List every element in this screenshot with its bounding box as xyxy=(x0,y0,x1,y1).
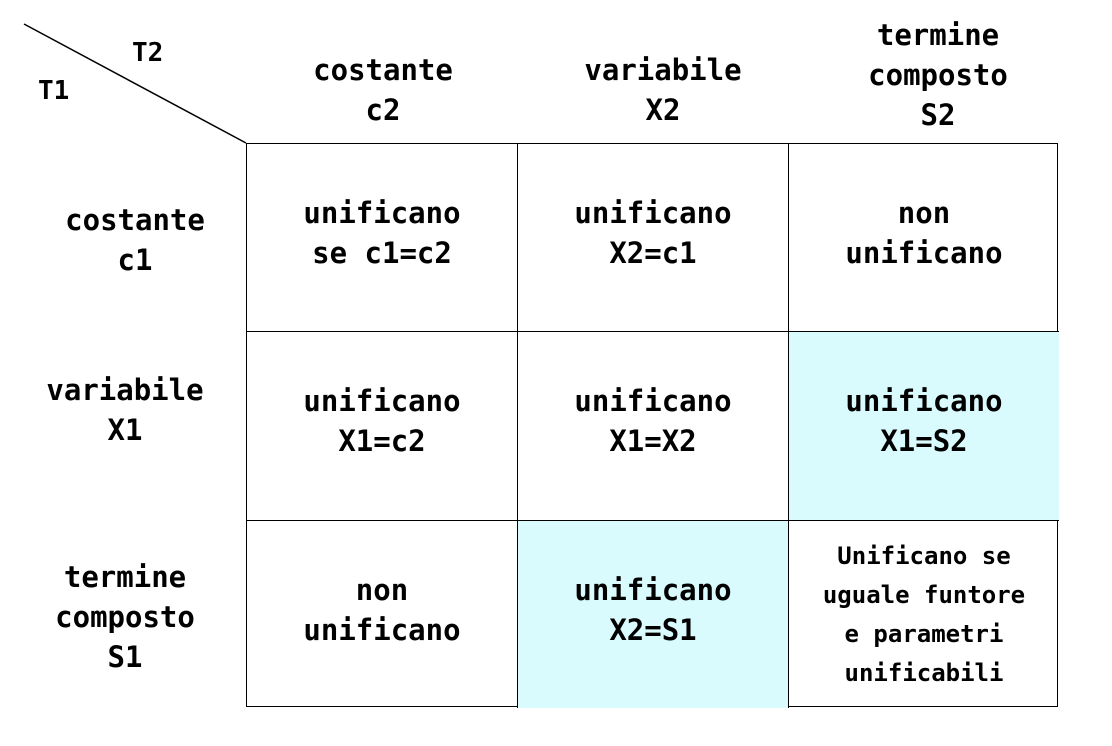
row-header-costante: costante c1 xyxy=(65,203,205,277)
cell-variabile-costante: unificano X1=c2 xyxy=(247,332,518,521)
cell-termine-termine: Unificano se uguale funtore e parametri … xyxy=(822,541,1026,687)
cell-costante-variabile: unificano X2=c1 xyxy=(518,144,789,332)
cell-variabile-termine: unificano X1=S2 xyxy=(789,332,1059,521)
corner-label-t2: T2 xyxy=(132,38,164,68)
row-header-termine-composto: termine composto S1 xyxy=(55,560,195,674)
column-header-termine-composto: termine composto S2 xyxy=(868,18,1008,132)
unification-table: unificano se c1=c2 unificano X2=c1 non u… xyxy=(246,143,1059,708)
column-header-costante: costante c2 xyxy=(313,53,453,127)
cell-costante-termine: non unificano xyxy=(789,144,1059,332)
cell-variabile-variabile: unificano X1=X2 xyxy=(518,332,789,521)
cell-costante-costante: unificano se c1=c2 xyxy=(247,144,518,332)
cell-termine-variabile: unificano X2=S1 xyxy=(518,521,789,708)
column-header-variabile: variabile X2 xyxy=(584,53,742,127)
cell-termine-costante: non unificano xyxy=(247,521,518,708)
corner-label-t1: T1 xyxy=(38,76,70,106)
row-header-variabile: variabile X1 xyxy=(46,373,204,447)
